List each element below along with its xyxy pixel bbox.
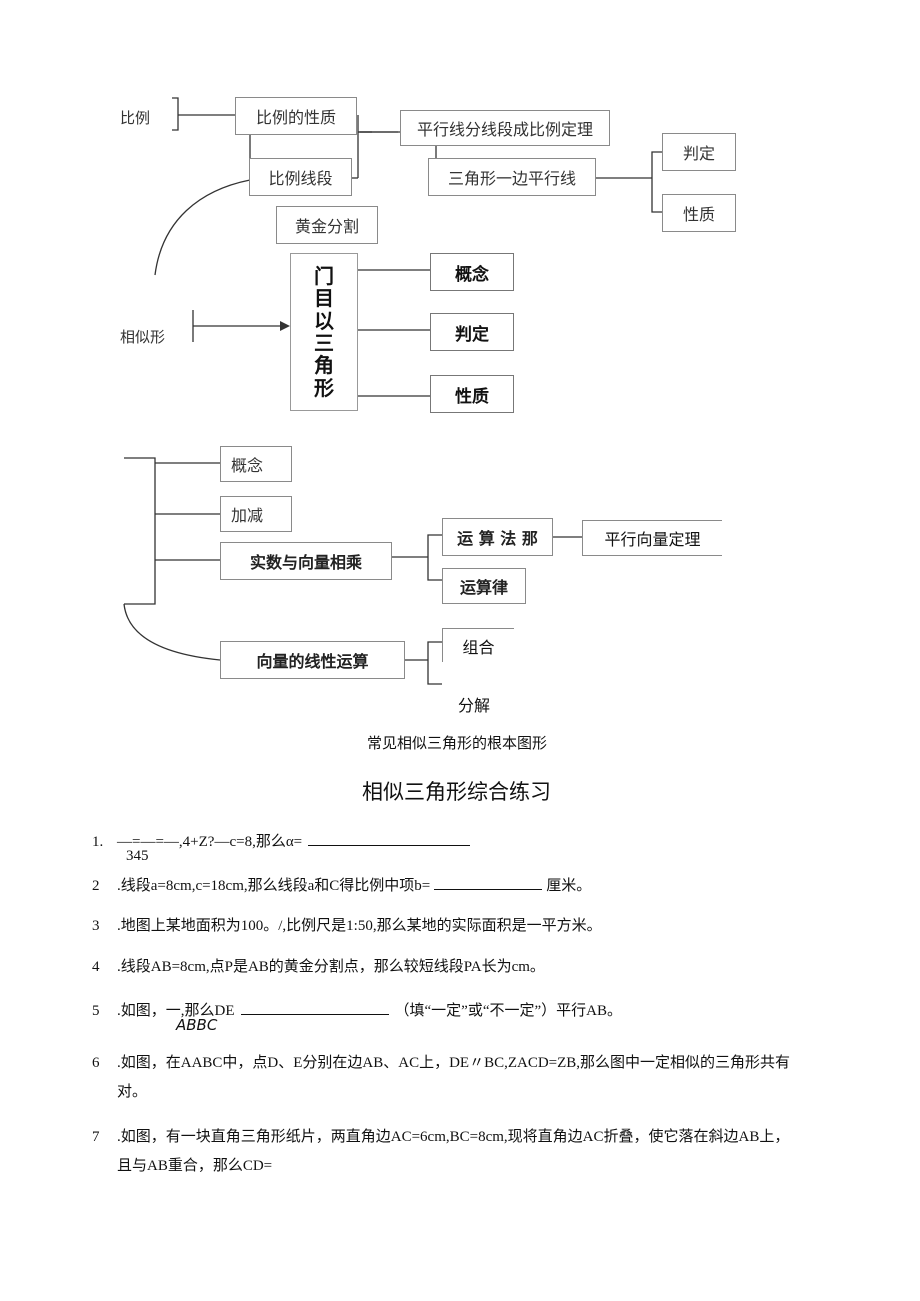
similar-shape-label: 相似形	[120, 328, 166, 346]
question-4: 4.线段AB=8cm,点P是AB的黄金分割点，那么较短线段PA长为cm。	[92, 959, 545, 975]
concept-box: 概念	[430, 253, 514, 291]
judge-box-2: 判定	[430, 313, 514, 351]
answer-blank-2[interactable]	[434, 875, 543, 890]
similar-triangle-vertical-text: 门 目 以 三 角 形	[314, 263, 334, 400]
question-2: 2.线段a=8cm,c=18cm,那么线段a和C得比例中项b=厘米。	[92, 872, 832, 901]
worksheet-title: 相似三角形综合练习	[362, 780, 551, 804]
ratio-segment-box: 比例线段	[249, 158, 352, 196]
question-1-denominators: 345	[126, 848, 149, 864]
ratio-label: 比例	[120, 109, 151, 127]
similar-triangle-box: 门 目 以 三 角 形	[290, 253, 358, 411]
golden-section-box: 黄金分割	[276, 206, 378, 244]
parallel-theorem-box: 平行线分线段成比例定理	[400, 110, 610, 146]
section-title: 常见相似三角形的根本图形	[367, 734, 548, 752]
add-subtract-box: 加减	[220, 496, 292, 532]
answer-blank-5[interactable]	[240, 1000, 389, 1015]
property-box-2: 性质	[430, 375, 514, 413]
question-6: 6.如图，在AABC中，点D、E分别在边AB、AC上，DE〃BC,ZACD=ZB…	[92, 1055, 791, 1101]
property-box: 性质	[662, 194, 736, 232]
combine-box: 组合	[442, 628, 514, 662]
question-7: 7.如图，有一块直角三角形纸片，两直角边AC=6cm,BC=8cm,现将直角边A…	[92, 1129, 790, 1175]
question-5-subscript: ABBC	[176, 1016, 218, 1034]
triangle-parallel-box: 三角形一边平行线	[428, 158, 596, 196]
linear-operations-box: 向量的线性运算	[220, 641, 405, 679]
question-3: 3.地图上某地面积为100。/,比例尺是1:50,那么某地的实际面积是一平方米。	[92, 918, 602, 934]
judge-box: 判定	[662, 133, 736, 171]
parallel-vector-theorem-box: 平行向量定理	[582, 520, 722, 556]
question-5: 5.如图，一,那么DE（填“一定”或“不一定”）平行AB。	[92, 997, 832, 1026]
question-1: 1.—=—=—,4+Z?—c=8,那么α=	[92, 828, 832, 857]
ratio-properties-box: 比例的性质	[235, 97, 357, 135]
scalar-multiply-box: 实数与向量相乘	[220, 542, 392, 580]
operation-laws-box: 运算律	[442, 568, 526, 604]
operation-rules-box: 运 算 法 那	[442, 518, 553, 556]
answer-blank-1[interactable]	[308, 831, 471, 846]
decompose-label: 分解	[458, 696, 491, 715]
vector-concept-box: 概念	[220, 446, 292, 482]
